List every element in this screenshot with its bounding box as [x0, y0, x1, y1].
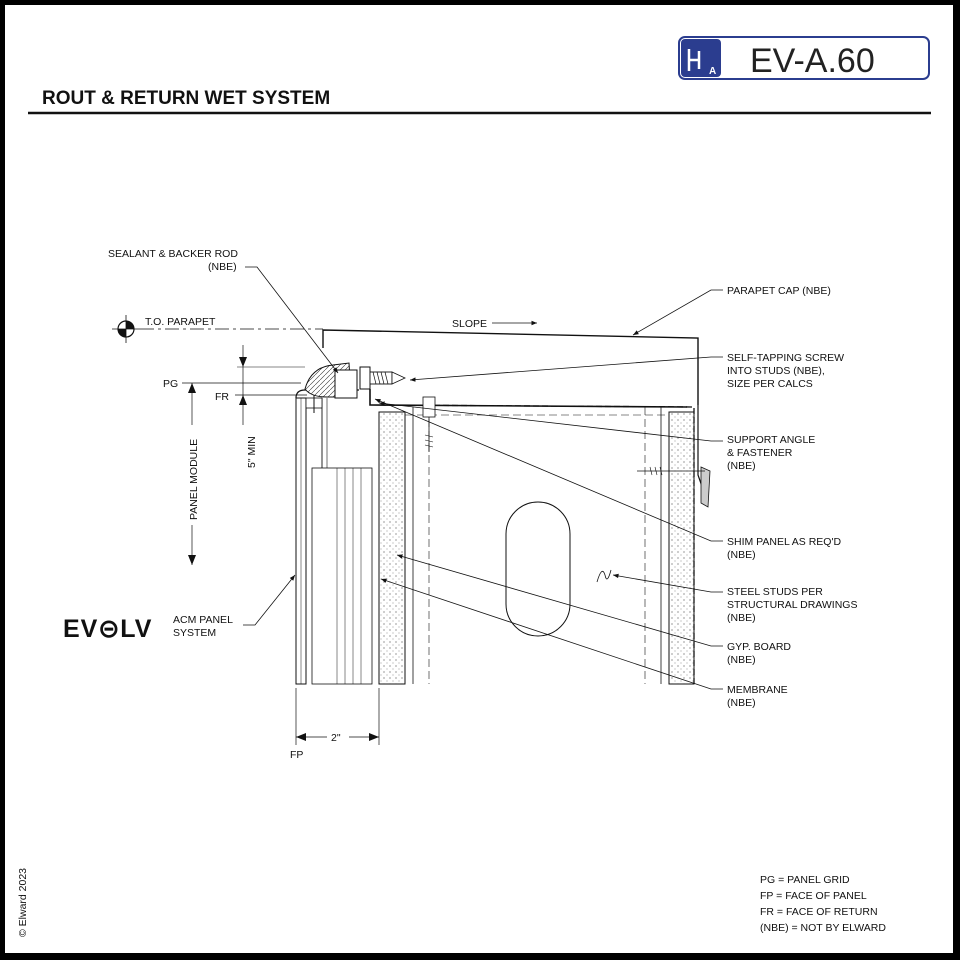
backer-rod [334, 369, 358, 399]
cap-cleat [700, 466, 711, 508]
min-dimension: 5" MIN [237, 345, 305, 468]
parapet-cap [322, 329, 699, 405]
callout-shim-panel: SHIM PANEL AS REQ'D (NBE) [374, 398, 841, 561]
logo-caption-1: ACM PANEL [173, 614, 233, 626]
screw-label-3: SIZE PER CALCS [727, 378, 813, 390]
acm-panel [295, 389, 373, 685]
break-mark-icon [596, 569, 612, 583]
legend-item-nbe: (NBE) = NOT BY ELWARD [760, 922, 886, 934]
min-dim-label: 5" MIN [246, 436, 258, 468]
steel-studs-label-3: (NBE) [727, 612, 756, 624]
detail-drawing: A EV-A.60 ROUT & RETURN WET SYSTEM © Elw… [17, 36, 931, 937]
steel-studs-label-2: STRUCTURAL DRAWINGS [727, 599, 857, 611]
parapet-datum: T.O. PARAPET [112, 315, 323, 343]
panel-module-label: PANEL MODULE [188, 439, 200, 520]
evolv-logo: EV⊝LV ACM PANEL SYSTEM [63, 574, 296, 643]
abbreviation-legend: PG = PANEL GRID FP = FACE OF PANEL FR = … [760, 874, 886, 934]
support-angle-label-2: & FASTENER [727, 447, 793, 459]
to-parapet-label: T.O. PARAPET [145, 316, 216, 328]
gyp-board-label-2: (NBE) [727, 654, 756, 666]
shim-panel-label-1: SHIM PANEL AS REQ'D [727, 536, 841, 548]
shim-panel-label-2: (NBE) [727, 549, 756, 561]
parapet-cap-label: PARAPET CAP (NBE) [727, 285, 831, 297]
support-angle-label-1: SUPPORT ANGLE [727, 434, 815, 446]
sealant-label-2: (NBE) [208, 261, 237, 273]
callout-parapet-cap: PARAPET CAP (NBE) [632, 285, 831, 336]
width-dim-label: 2" [331, 732, 341, 744]
page-title: ROUT & RETURN WET SYSTEM [42, 88, 330, 109]
support-angle-label-3: (NBE) [727, 460, 756, 472]
membrane-label-2: (NBE) [727, 697, 756, 709]
sheet-badge: A EV-A.60 [678, 36, 930, 80]
gyp-board-right [668, 411, 695, 685]
drawing-sheet: A EV-A.60 ROUT & RETURN WET SYSTEM © Elw… [5, 5, 953, 953]
support-angle [369, 389, 688, 408]
screw-label-1: SELF-TAPPING SCREW [727, 352, 844, 364]
callout-membrane: MEMBRANE (NBE) [380, 578, 788, 709]
legend-item-pg: PG = PANEL GRID [760, 874, 850, 886]
membrane-label-1: MEMBRANE [727, 684, 788, 696]
legend-item-fr: FR = FACE OF RETURN [760, 906, 878, 918]
badge-corner-letter: A [709, 66, 716, 77]
legend-item-fp: FP = FACE OF PANEL [760, 890, 867, 902]
callout-support-angle: SUPPORT ANGLE & FASTENER (NBE) [378, 401, 815, 472]
gyp-board-left [378, 411, 406, 685]
copyright: © Elward 2023 [17, 868, 29, 937]
width-dimension: 2" FP [290, 688, 380, 761]
screw-label-2: INTO STUDS (NBE), [727, 365, 825, 377]
fp-label: FP [290, 749, 303, 761]
panel-module-dimension: PANEL MODULE [188, 383, 200, 565]
callout-steel-studs: STEEL STUDS PER STRUCTURAL DRAWINGS (NBE… [612, 573, 857, 624]
logo-caption-2: SYSTEM [173, 627, 216, 639]
slope-label: SLOPE [452, 318, 487, 330]
badge-mark [681, 39, 721, 77]
fr-label: FR [215, 391, 229, 403]
steel-studs-label-1: STEEL STUDS PER [727, 586, 823, 598]
gyp-board-label-1: GYP. BOARD [727, 641, 791, 653]
pg-label: PG [163, 378, 178, 390]
sealant-label-1: SEALANT & BACKER ROD [108, 248, 238, 260]
logo-wordmark: EV⊝LV [63, 615, 152, 643]
callout-screw: SELF-TAPPING SCREW INTO STUDS (NBE), SIZ… [409, 352, 844, 390]
evolv-glyph-icon [687, 49, 701, 71]
angle-fastener [422, 396, 436, 452]
callout-gyp-board: GYP. BOARD (NBE) [396, 554, 791, 666]
right-fastener [637, 466, 705, 476]
stud-knockout [505, 501, 571, 637]
callout-sealant: SEALANT & BACKER ROD (NBE) [108, 248, 339, 374]
self-tapping-screw [359, 366, 406, 390]
sheet-code: EV-A.60 [750, 42, 875, 80]
